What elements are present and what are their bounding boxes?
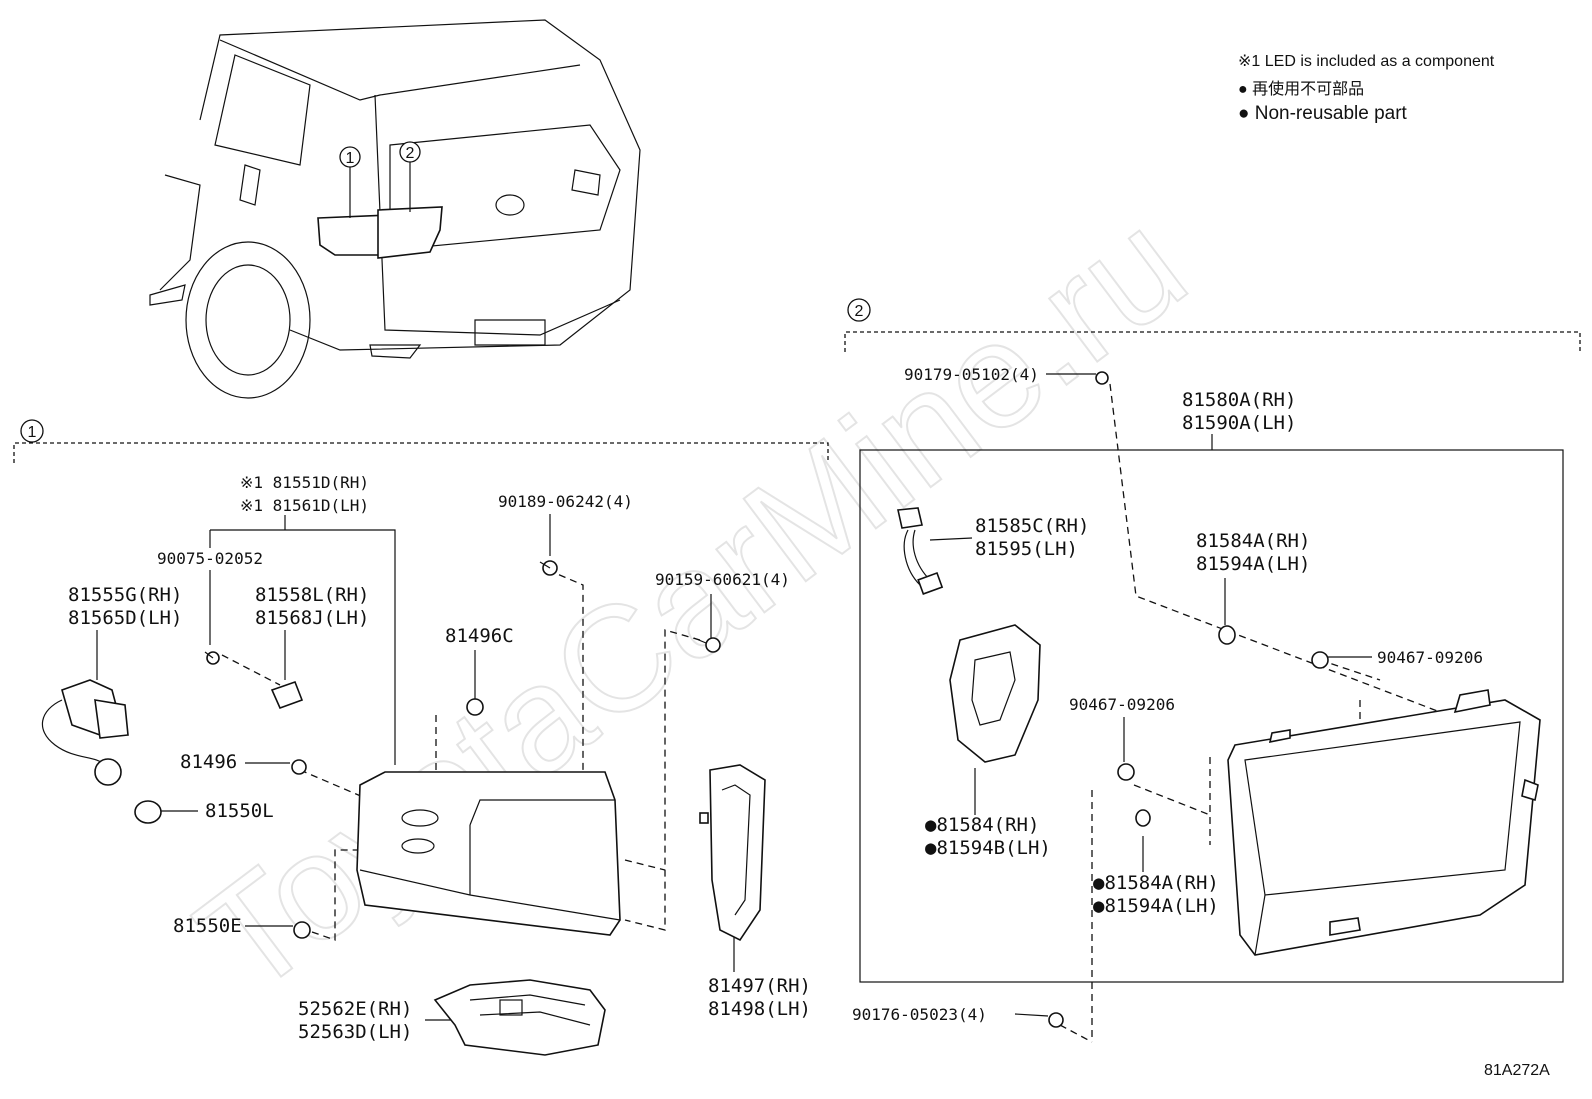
nut-90467-right	[1311, 651, 1329, 669]
label-81595-lh: 81595(LH)	[975, 538, 1078, 560]
svg-text:1: 1	[28, 424, 37, 441]
label-81561D-lh: ※1 81561D(LH)	[240, 496, 369, 515]
label-52562E-rh: 52562E(RH)	[298, 998, 412, 1020]
label-81584A-rh: ●81584A(RH)	[1093, 872, 1219, 894]
bracket-52562E	[433, 979, 606, 1056]
bulb-81550L	[134, 800, 162, 824]
clip-81496C	[466, 698, 484, 716]
gasket-81497	[699, 764, 766, 942]
bolt-90159	[693, 637, 721, 653]
screw-90176	[1048, 1012, 1064, 1028]
label-90075-02052: 90075-02052	[157, 549, 263, 568]
screw-90075	[204, 651, 220, 665]
label-81590A-lh: 81590A(LH)	[1182, 412, 1296, 434]
label-90189-06242: 90189-06242(4)	[498, 492, 633, 511]
label-81497-rh: 81497(RH)	[708, 975, 811, 997]
callout-2-vehicle: 2	[399, 141, 421, 163]
rear-combination-lamp-81580A	[1227, 689, 1541, 956]
label-81498-lh: 81498(LH)	[708, 998, 811, 1020]
label-81550L: 81550L	[205, 800, 274, 822]
label-81594A-lh: ●81594A(LH)	[1093, 895, 1219, 917]
label-52563D-lh: 52563D(LH)	[298, 1021, 412, 1043]
socket-and-wire-81555G	[41, 679, 129, 786]
clip-81496	[291, 759, 307, 775]
bolt-90189	[539, 560, 558, 576]
clip-81584A	[1135, 809, 1151, 827]
nut-90467-mid	[1117, 763, 1135, 781]
label-81594B-lh: ●81594B(LH)	[925, 837, 1051, 859]
label-81558L-rh: 81558L(RH)	[255, 584, 369, 606]
svg-text:2: 2	[855, 303, 864, 320]
rear-combination-lamp-inner-overview	[377, 206, 443, 259]
gasket-81584	[949, 624, 1041, 763]
label-81555G-rh: 81555G(RH)	[68, 584, 182, 606]
clip-81584A-top	[1218, 625, 1236, 645]
svg-text:2: 2	[406, 145, 415, 162]
label-81584A-rh-top: 81584A(RH)	[1196, 530, 1310, 552]
non-reusable-note-jp: ● 再使用不可部品	[1238, 80, 1364, 98]
screw-90179	[1095, 371, 1109, 385]
svg-text:1: 1	[346, 150, 355, 167]
non-reusable-note-en: ● Non-reusable part	[1238, 103, 1408, 124]
label-90179-05102: 90179-05102(4)	[904, 365, 1039, 384]
label-81551D-rh: ※1 81551D(RH)	[240, 473, 369, 492]
label-81585C-rh: 81585C(RH)	[975, 515, 1089, 537]
wire-81585C	[897, 507, 944, 595]
callout-1-vehicle: 1	[339, 146, 361, 168]
led-note: ※1 LED is included as a component	[1238, 53, 1495, 70]
label-81550E: 81550E	[173, 915, 242, 937]
label-90467-09206-mid: 90467-09206	[1069, 695, 1175, 714]
vehicle-rear-view	[149, 19, 641, 399]
label-81568J-lh: 81568J(LH)	[255, 607, 369, 629]
label-90159-60621: 90159-60621(4)	[655, 570, 790, 589]
label-81584-rh: ●81584(RH)	[925, 814, 1039, 836]
diagram-code: 81A272A	[1484, 1062, 1550, 1079]
bracket-81558L	[270, 680, 304, 710]
section-2-leaders	[929, 373, 1372, 1017]
label-81565D-lh: 81565D(LH)	[68, 607, 182, 629]
section-1-frame: 1	[13, 419, 829, 463]
label-90176-05023: 90176-05023(4)	[852, 1005, 987, 1024]
label-81496C: 81496C	[445, 625, 514, 647]
label-90467-09206-right: 90467-09206	[1377, 648, 1483, 667]
label-81496: 81496	[180, 751, 237, 773]
label-81594A-lh-top: 81594A(LH)	[1196, 553, 1310, 575]
rear-combination-lamp-81551D	[356, 771, 621, 936]
clip-81550E	[293, 921, 311, 939]
label-81580A-rh: 81580A(RH)	[1182, 389, 1296, 411]
